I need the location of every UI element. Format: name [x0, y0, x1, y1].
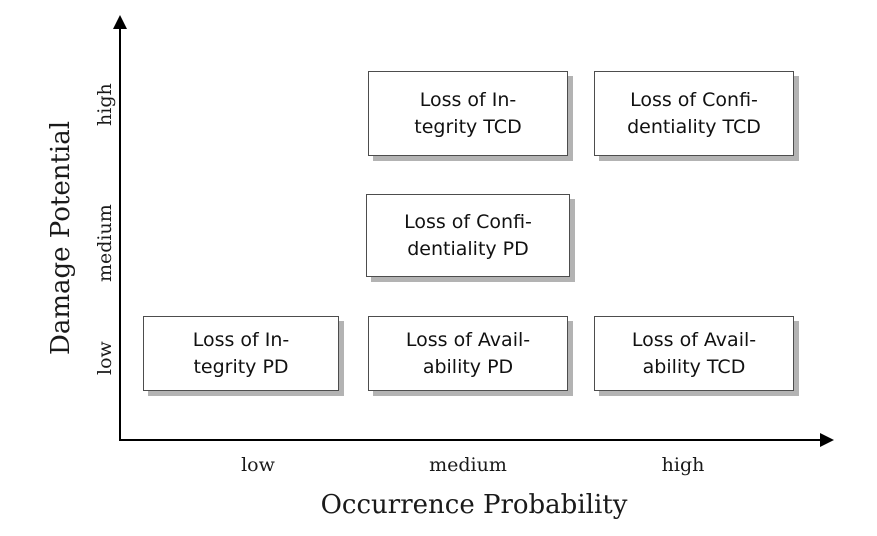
y-axis-title: Damage Potential [46, 120, 76, 355]
risk-cell-line: Loss of In- [419, 88, 517, 111]
risk-cell-loss-of-confidentiality-tcd[interactable]: Loss of Confi- dentiality TCD [594, 71, 794, 156]
y-axis-tick-low: low [94, 341, 116, 375]
y-axis-tick-high: high [94, 83, 116, 126]
x-axis-title: Occurrence Probability [320, 490, 628, 520]
risk-cell-line: Loss of Avail- [405, 328, 531, 351]
risk-cell-line: tegrity PD [193, 355, 289, 378]
risk-cell-loss-of-integrity-pd[interactable]: Loss of In- tegrity PD [143, 316, 339, 391]
risk-cell-line: dentiality PD [407, 237, 529, 260]
risk-cell-line: Loss of Avail- [631, 328, 757, 351]
risk-cell-line: ability TCD [642, 355, 746, 378]
risk-cell-line: Loss of In- [192, 328, 290, 351]
y-axis-tick-medium: medium [94, 204, 116, 282]
y-axis-arrow-icon [113, 15, 127, 29]
risk-cell-loss-of-availability-pd[interactable]: Loss of Avail- ability PD [368, 316, 568, 391]
risk-cell-loss-of-availability-tcd[interactable]: Loss of Avail- ability TCD [594, 316, 794, 391]
x-axis-line [119, 439, 824, 441]
risk-cell-line: Loss of Confi- [404, 210, 532, 233]
x-axis-tick-medium: medium [429, 454, 507, 476]
risk-cell-line: tegrity TCD [414, 115, 522, 138]
risk-cell-line: ability PD [422, 355, 514, 378]
x-axis-tick-high: high [661, 454, 705, 476]
risk-cell-loss-of-integrity-tcd[interactable]: Loss of In- tegrity TCD [368, 71, 568, 156]
y-axis-line [119, 24, 121, 441]
risk-cell-loss-of-confidentiality-pd[interactable]: Loss of Confi- dentiality PD [366, 194, 570, 277]
x-axis-arrow-icon [820, 433, 834, 447]
risk-cell-line: dentiality TCD [627, 115, 761, 138]
risk-cell-line: Loss of Confi- [630, 88, 758, 111]
x-axis-tick-low: low [241, 454, 275, 476]
